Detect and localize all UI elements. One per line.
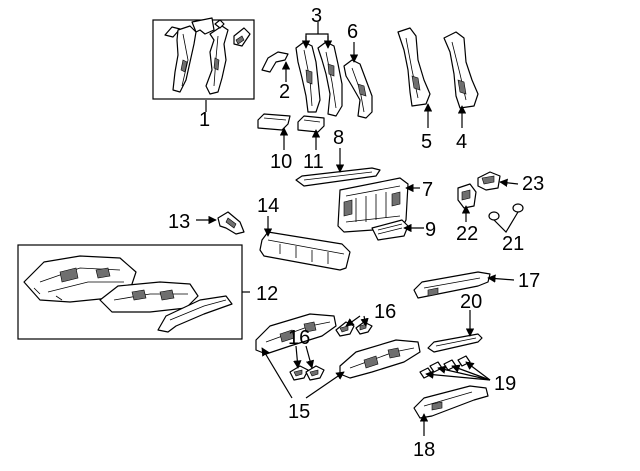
- callout-labels: 1 2 3 4 5 6 7 8 9 10 11 12 13 14 15 16 1…: [168, 5, 544, 461]
- callout-17: 17: [518, 270, 540, 292]
- leader-lines: [196, 22, 519, 436]
- callout-18: 18: [413, 439, 435, 461]
- callout-1: 1: [199, 109, 210, 131]
- callout-13: 13: [168, 211, 190, 233]
- callout-10: 10: [270, 151, 292, 173]
- part-1-pillar-assembly: [152, 17, 255, 100]
- part-11-plate: [297, 115, 325, 133]
- callout-14: 14: [257, 195, 279, 217]
- callout-23: 23: [522, 173, 544, 195]
- callout-12: 12: [256, 283, 278, 305]
- part-20-sill: [427, 333, 483, 353]
- callout-16-upper: 16: [374, 301, 396, 323]
- part-6-pillar: [343, 59, 373, 119]
- part-3-pillar-pair: [295, 41, 343, 117]
- part-16-brackets-upper: [335, 321, 373, 337]
- part-14-crossmember: [259, 231, 351, 271]
- callout-4: 4: [456, 131, 467, 153]
- part-7-back-panel: [337, 177, 409, 233]
- callout-2: 2: [279, 81, 290, 103]
- part-22-bracket: [457, 183, 477, 209]
- callout-16-lower: 16: [288, 327, 310, 349]
- part-17-rail: [413, 271, 491, 299]
- part-13-bracket: [217, 211, 245, 235]
- callout-22: 22: [456, 223, 478, 245]
- part-8-sill: [295, 167, 381, 187]
- part-4-pillar: [443, 31, 479, 109]
- part-12-floor-pan-assembly: [17, 244, 243, 340]
- callout-6: 6: [347, 21, 358, 43]
- callout-8: 8: [333, 127, 344, 149]
- part-15-crossmember-upper: [255, 313, 337, 355]
- part-23-bracket: [477, 171, 501, 191]
- callout-7: 7: [422, 179, 433, 201]
- callout-20: 20: [460, 291, 482, 313]
- part-5-pillar: [397, 27, 431, 107]
- part-16-brackets-lower: [289, 365, 325, 381]
- callout-9: 9: [425, 219, 436, 241]
- part-2-bracket: [261, 51, 289, 73]
- part-15-crossmember-lower: [339, 339, 421, 379]
- callout-15: 15: [288, 401, 310, 423]
- callout-21: 21: [502, 233, 524, 255]
- callout-11: 11: [303, 151, 324, 173]
- callout-5: 5: [421, 131, 432, 153]
- callout-19: 19: [494, 373, 516, 395]
- callout-3: 3: [311, 5, 322, 27]
- part-18-rail: [413, 385, 489, 419]
- part-10-plate: [257, 113, 291, 131]
